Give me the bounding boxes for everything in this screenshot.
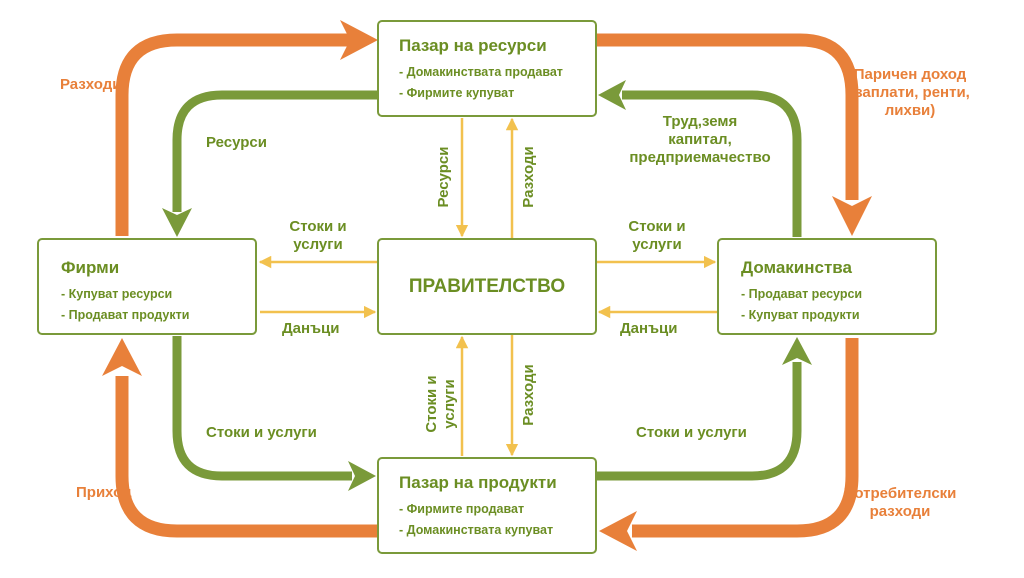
label-taxes-firms: Данъци: [282, 320, 340, 337]
label-resources: Ресурси: [206, 134, 267, 151]
orange-flow-consumer-spending: [632, 338, 859, 538]
orange-arrowhead-to-product-market: [599, 511, 637, 551]
resource-market-box: Пазар на ресурси - Домакинствата продава…: [377, 20, 597, 117]
label-gov-goods: Стоки и услуги: [423, 362, 459, 446]
label-money-income: Паричен доход (заплати, ренти, лихви): [825, 66, 995, 120]
resource-market-item: - Домакинствата продават: [399, 65, 563, 79]
label-gov-resources: Ресурси: [435, 146, 452, 208]
green-flow-resources: [172, 90, 377, 212]
government-box: ПРАВИТЕЛСТВО: [377, 238, 597, 335]
label-expenses-top-left: Разходи: [60, 76, 122, 93]
firms-item: - Продават продукти: [61, 308, 190, 322]
label-goods-firms-line: услуги: [293, 236, 343, 253]
label-goods-firms-line: Стоки и: [289, 218, 347, 235]
label-money-income-line: Паричен доход: [853, 66, 967, 83]
green-flow-factors: [622, 90, 802, 237]
label-goods-households-line: услуги: [632, 236, 682, 253]
government-title: ПРАВИТЕЛСТВО: [408, 275, 566, 297]
label-gov-goods-line: Стоки и: [423, 375, 440, 433]
green-flow-goods-firms-to-product-market: [172, 336, 352, 481]
orange-arrowhead-to-firms: [102, 338, 142, 376]
green-flow-goods-to-households: [597, 362, 802, 481]
label-factors: Труд,земя капитал, предприемачество: [610, 113, 790, 167]
label-factors-line: капитал,: [668, 131, 732, 148]
label-income: Приход: [76, 484, 132, 501]
households-item: - Продават ресурси: [741, 287, 863, 301]
label-goods-households: Стоки и услуги: [607, 218, 707, 254]
orange-flow-income: [115, 376, 377, 538]
green-arrowhead-to-firms: [162, 208, 192, 237]
green-arrowhead-to-product-market: [348, 461, 376, 491]
firms-item: - Купуват ресурси: [61, 287, 173, 301]
label-goods-bottom-left: Стоки и услуги: [206, 424, 317, 441]
resource-market-title: Пазар на ресурси: [399, 36, 547, 55]
product-market-item: - Фирмите продават: [399, 502, 525, 516]
households-item: - Купуват продукти: [741, 308, 860, 322]
households-title: Домакинства: [741, 258, 852, 277]
firms-box: Фирми - Купуват ресурси - Продават проду…: [37, 238, 257, 335]
label-goods-firms: Стоки и услуги: [268, 218, 368, 254]
product-market-item: - Домакинствата купуват: [399, 523, 554, 537]
product-market-box: Пазар на продукти - Фирмите продават - Д…: [377, 457, 597, 554]
label-factors-line: Труд,земя: [662, 113, 738, 130]
resource-market-item: - Фирмите купуват: [399, 86, 515, 100]
label-goods-bottom-right: Стоки и услуги: [636, 424, 747, 441]
product-market-title: Пазар на продукти: [399, 473, 557, 492]
label-gov-goods-line: услуги: [441, 379, 458, 429]
green-arrowhead-to-households: [782, 337, 812, 365]
label-consumer-spending: Потребителски разходи: [820, 485, 980, 521]
orange-arrowhead-to-resource-market: [340, 20, 378, 60]
orange-flow-money-income: [597, 33, 859, 200]
firms-title: Фирми: [61, 258, 120, 277]
households-box: Домакинства - Продават ресурси - Купуват…: [717, 238, 937, 335]
label-money-income-line: (заплати, ренти,: [850, 84, 970, 101]
label-taxes-households: Данъци: [620, 320, 678, 337]
label-gov-expenses-top: Разходи: [520, 146, 537, 208]
green-arrowhead-to-resource-market: [598, 80, 626, 110]
label-factors-line: предприемачество: [629, 149, 771, 166]
label-money-income-line: лихви): [884, 102, 936, 119]
label-goods-households-line: Стоки и: [628, 218, 686, 235]
label-gov-expenses-bottom: Разходи: [520, 364, 537, 426]
orange-arrowhead-to-households: [832, 196, 872, 236]
label-consumer-spending-line: разходи: [869, 503, 931, 520]
label-consumer-spending-line: Потребителски: [843, 485, 957, 502]
orange-flow-expenses-top-left: [115, 33, 355, 236]
